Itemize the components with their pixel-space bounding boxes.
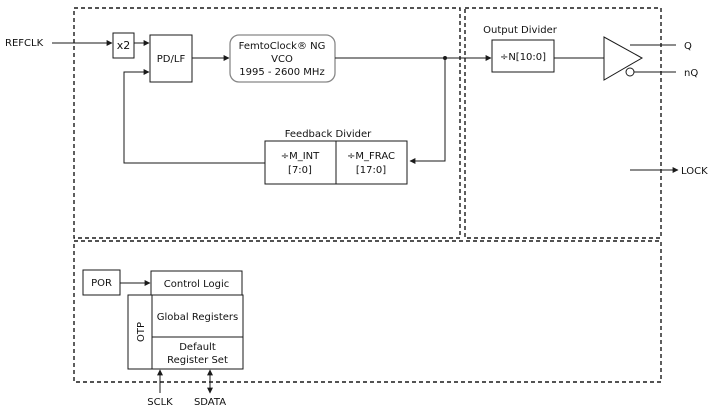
control-logic-label: Control Logic	[164, 279, 229, 290]
m-int-block	[264, 140, 337, 185]
q-label: Q	[684, 41, 692, 52]
output-divider-block	[491, 39, 555, 73]
vco-frequency-range: 1995 - 2600 MHz	[239, 67, 324, 78]
m-frac-bits: [17:0]	[356, 165, 386, 176]
por-label: POR	[91, 278, 112, 289]
m-int-bits: [7:0]	[288, 165, 312, 176]
output-region	[464, 7, 662, 239]
doubler-label: x2	[117, 39, 131, 52]
output-divider-title: Output Divider	[483, 25, 558, 36]
feedback-return-arrow	[123, 69, 265, 164]
output-buffer-triangle	[603, 36, 644, 81]
default-register-set-line2: Register Set	[167, 355, 228, 366]
doubler-block	[112, 32, 135, 59]
pll-region	[73, 7, 461, 239]
default-register-set-block	[151, 336, 244, 370]
output-divider-value: ÷N[10:0]	[500, 52, 546, 63]
m-frac-block	[335, 140, 408, 185]
feedback-tap-arrow	[409, 58, 446, 164]
sdata-label: SDATA	[194, 397, 226, 408]
pdlf-block	[149, 34, 193, 83]
default-register-set-line1: Default	[179, 342, 216, 353]
otp-block	[127, 294, 153, 370]
lock-label: LOCK	[681, 166, 708, 177]
control-logic-block	[150, 270, 243, 296]
vco-title: FemtoClock® NG	[239, 41, 326, 52]
otp-label: OTP	[136, 322, 147, 342]
nq-label: nQ	[684, 68, 698, 79]
feedback-divider-title: Feedback Divider	[285, 129, 372, 140]
m-frac-label: ÷M_FRAC	[347, 151, 395, 162]
m-int-label: ÷M_INT	[281, 151, 320, 162]
global-registers-label: Global Registers	[157, 312, 238, 323]
vco-subtitle: VCO	[271, 54, 293, 65]
sclk-label: SCLK	[147, 397, 173, 408]
refclk-label: REFCLK	[5, 38, 44, 49]
pdlf-label: PD/LF	[157, 54, 186, 65]
inversion-bubble	[625, 67, 635, 77]
